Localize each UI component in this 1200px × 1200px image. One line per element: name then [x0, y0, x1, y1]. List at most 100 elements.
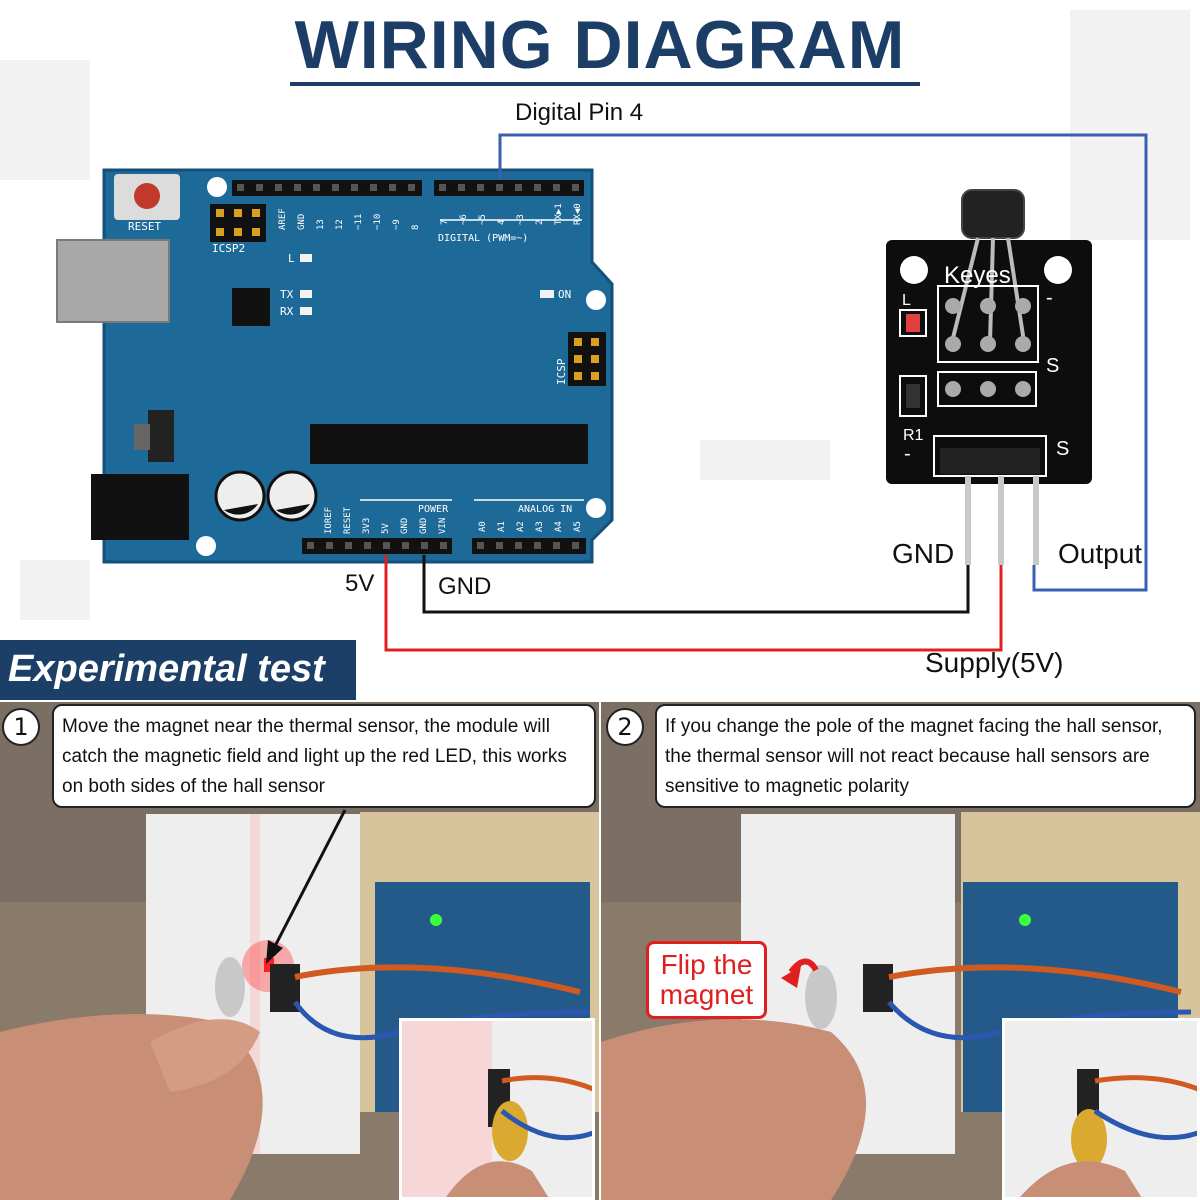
- led-on: [540, 290, 554, 298]
- step-2-number: 2: [606, 708, 644, 746]
- digital-header-right: [434, 180, 584, 196]
- pin-minus-bottom: -: [904, 443, 911, 465]
- digital-pin-label-1: ~6: [459, 214, 469, 225]
- header-pin: [534, 542, 541, 549]
- pin-s-bottom: S: [1056, 438, 1069, 460]
- header-pin: [439, 184, 446, 191]
- header-pin: [477, 184, 484, 191]
- voltage-regulator: [148, 410, 174, 462]
- header-pin: [477, 542, 484, 549]
- hall-sensor-module: Keyes L R1 - S S -: [886, 189, 1092, 565]
- step-1-callout: Move the magnet near the thermal sensor,…: [52, 704, 596, 808]
- digital-pin-label-2: 13: [316, 219, 326, 230]
- header-pin: [345, 542, 352, 549]
- digital-pin-label: Digital Pin 4: [515, 99, 644, 126]
- r1-label: R1: [903, 427, 924, 444]
- digital-pin-label-6: TX▶1: [554, 203, 564, 225]
- digital-pin-label-5: 2: [535, 220, 545, 225]
- icsp2-label: ICSP2: [212, 242, 245, 255]
- header-pin: [256, 184, 263, 191]
- output-label: Output: [1058, 538, 1143, 569]
- wiring-diagram: RESET ICSP2 DIGITAL (PWM=~) POWER ANALOG…: [0, 10, 1190, 652]
- flip-magnet-label: Flip the magnet: [646, 941, 767, 1019]
- mount-hole: [196, 536, 216, 556]
- power-pin-label-5: GND: [419, 518, 429, 534]
- header-pin: [496, 184, 503, 191]
- icsp-label: ICSP: [555, 358, 568, 385]
- title-underline: [290, 82, 920, 86]
- header-pin: [402, 542, 409, 549]
- digital-pin-label-0: 7: [440, 220, 450, 225]
- resistor-pads: [937, 371, 1037, 407]
- module-hole: [1044, 256, 1072, 284]
- power-header: [302, 538, 452, 554]
- mount-hole: [586, 498, 606, 518]
- header-pin: [440, 542, 447, 549]
- atmega-chip: [310, 424, 588, 464]
- analog-pin-label-2: A2: [516, 521, 526, 532]
- step-1-number: 1: [2, 708, 40, 746]
- header-pin: [237, 184, 244, 191]
- pin-minus-top: -: [1046, 287, 1053, 309]
- flip-arrow: [788, 958, 819, 974]
- power-jack: [91, 474, 189, 540]
- led-l-label: L: [288, 252, 295, 265]
- header-pin: [383, 542, 390, 549]
- header-pin: [458, 184, 465, 191]
- page-title: WIRING DIAGRAM: [294, 7, 906, 83]
- header-pin: [332, 184, 339, 191]
- led-tx-label: TX: [280, 288, 294, 301]
- led-on-label: ON: [558, 288, 571, 301]
- mount-hole: [207, 177, 227, 197]
- digital-pin-label-1: GND: [297, 214, 307, 230]
- analog-pin-label-0: A0: [478, 521, 488, 532]
- digital-pin-label-4: ~3: [516, 214, 526, 225]
- header-pin: [364, 542, 371, 549]
- header-pin: [313, 184, 320, 191]
- wire-signal: [498, 133, 1148, 592]
- experimental-banner-text: Experimental test: [8, 648, 325, 690]
- power-pin-label-3: 5V: [381, 523, 391, 534]
- header-pin: [515, 542, 522, 549]
- supply-label: Supply(5V): [925, 647, 1064, 678]
- pin-header-outline: [933, 435, 1047, 477]
- red-led: [264, 958, 274, 972]
- header-pin: [553, 542, 560, 549]
- reset-button-cap: [134, 183, 160, 209]
- usb-connector: [56, 239, 170, 323]
- pin-header: [940, 448, 1040, 474]
- digital-pin-label-4: ~11: [354, 214, 364, 230]
- step-2-callout: If you change the pole of the magnet fac…: [655, 704, 1196, 808]
- led-rx-label: RX: [280, 305, 294, 318]
- power-label: POWER: [418, 504, 449, 515]
- header-pin: [326, 542, 333, 549]
- digital-pin-label-5: ~10: [373, 214, 383, 230]
- green-led: [430, 914, 442, 926]
- digital-label: DIGITAL (PWM=~): [438, 233, 528, 244]
- module-brand: Keyes: [944, 262, 1011, 289]
- power-pin-label-2: 3V3: [362, 518, 372, 534]
- wire-ground: [422, 555, 970, 614]
- experimental-banner: Experimental test: [0, 640, 356, 700]
- digital-pin-label-3: 4: [497, 220, 507, 225]
- analog-pin-label-3: A3: [535, 521, 545, 532]
- inset-photo-1: [399, 1018, 595, 1200]
- reset-label: RESET: [128, 220, 161, 233]
- flip-label-line-1: Flip the: [660, 949, 753, 980]
- module-led-outline: [899, 309, 927, 337]
- header-pin: [553, 184, 560, 191]
- analog-pin-label-1: A1: [497, 521, 507, 532]
- header-pin: [534, 184, 541, 191]
- power-pin-label-1: RESET: [343, 506, 353, 534]
- header-pin: [572, 184, 579, 191]
- led-rx: [300, 307, 312, 315]
- header-pin: [408, 184, 415, 191]
- arduino-uno-board: RESET ICSP2 DIGITAL (PWM=~) POWER ANALOG…: [56, 168, 614, 564]
- header-pin: [572, 542, 579, 549]
- resistor: [906, 384, 920, 408]
- header-pin: [275, 184, 282, 191]
- digital-pin-label-7: RX◀0: [573, 203, 583, 225]
- header-pin: [294, 184, 301, 191]
- inset-photo-2: [1002, 1018, 1200, 1200]
